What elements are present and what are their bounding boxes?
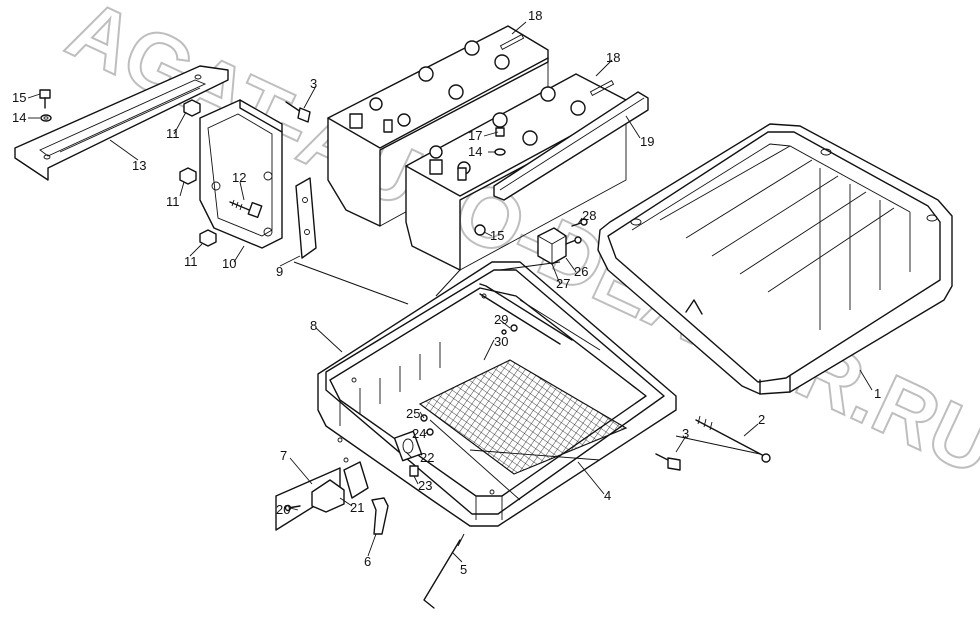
part-9-gasket [295, 177, 317, 259]
callout-14-left: 14 [12, 110, 26, 125]
part-27-relay [537, 227, 567, 265]
callout-25: 25 [406, 406, 420, 421]
part-15-bolt-left [39, 89, 51, 109]
part-21-lock-body [311, 461, 369, 513]
callout-11-bottom: 11 [184, 254, 198, 269]
callout-18-front: 18 [606, 50, 620, 65]
callout-24: 24 [412, 426, 426, 441]
part-12-bolt [229, 199, 263, 219]
callout-21: 21 [350, 500, 364, 515]
part-14-washer-right [494, 148, 506, 156]
part-17-nut [495, 127, 505, 137]
callout-5: 5 [460, 562, 467, 577]
callout-2: 2 [758, 412, 765, 427]
callout-1: 1 [874, 386, 881, 401]
part-23-clip [409, 465, 419, 477]
callout-27: 27 [556, 276, 570, 291]
part-30-link [479, 283, 573, 345]
callout-8: 8 [310, 318, 317, 333]
callout-13: 13 [132, 158, 146, 173]
callout-3-bottom: 3 [682, 426, 689, 441]
callout-18-rear: 18 [528, 8, 542, 23]
callout-14-right: 14 [468, 144, 482, 159]
callout-9: 9 [276, 264, 283, 279]
callout-22: 22 [420, 450, 434, 465]
part-6-handle [371, 497, 389, 535]
callout-15-right: 15 [490, 228, 504, 243]
part-18-battery-rear [327, 25, 549, 227]
callout-17: 17 [468, 128, 482, 143]
callout-19: 19 [640, 134, 654, 149]
callout-28: 28 [582, 208, 596, 223]
part-18-battery-front [405, 73, 627, 271]
part-5-crank-rod [423, 533, 465, 609]
callout-7: 7 [280, 448, 287, 463]
callout-labels: 1 2 3 3 4 5 6 7 8 9 10 11 11 11 12 13 14… [12, 8, 881, 577]
callout-11-top: 11 [166, 126, 180, 141]
part-11-nut-middle [179, 167, 197, 185]
callout-6: 6 [364, 554, 371, 569]
callout-29: 29 [494, 312, 508, 327]
callout-12: 12 [232, 170, 246, 185]
leader-lines [27, 21, 873, 563]
callout-15-left: 15 [12, 90, 26, 105]
callout-4: 4 [604, 488, 611, 503]
part-10-cover-box [199, 99, 283, 249]
part-3-bolt-top [285, 101, 311, 123]
guide-lines [293, 261, 761, 455]
part-11-nut-bottom [199, 229, 217, 247]
part-29-fastener [501, 324, 518, 335]
callout-30: 30 [494, 334, 508, 349]
callout-23: 23 [418, 478, 432, 493]
part-22-latch [393, 430, 423, 462]
part-19-hold-down-bar [493, 91, 649, 201]
part-15-bolt-right [474, 224, 486, 236]
part-2-long-bolt [695, 415, 771, 463]
part-14-washer-left [40, 114, 52, 122]
part-3-bolt-bottom [655, 453, 681, 471]
callout-3-top: 3 [310, 76, 317, 91]
callout-10: 10 [222, 256, 236, 271]
callout-20: 20 [276, 502, 290, 517]
callout-26: 26 [574, 264, 588, 279]
part-11-nut-top [183, 99, 201, 117]
part-13-bracket-plate [14, 65, 229, 181]
part-4-mesh-mat [418, 359, 628, 475]
callout-11-middle: 11 [166, 194, 180, 209]
part-1-box-lid [597, 123, 953, 395]
